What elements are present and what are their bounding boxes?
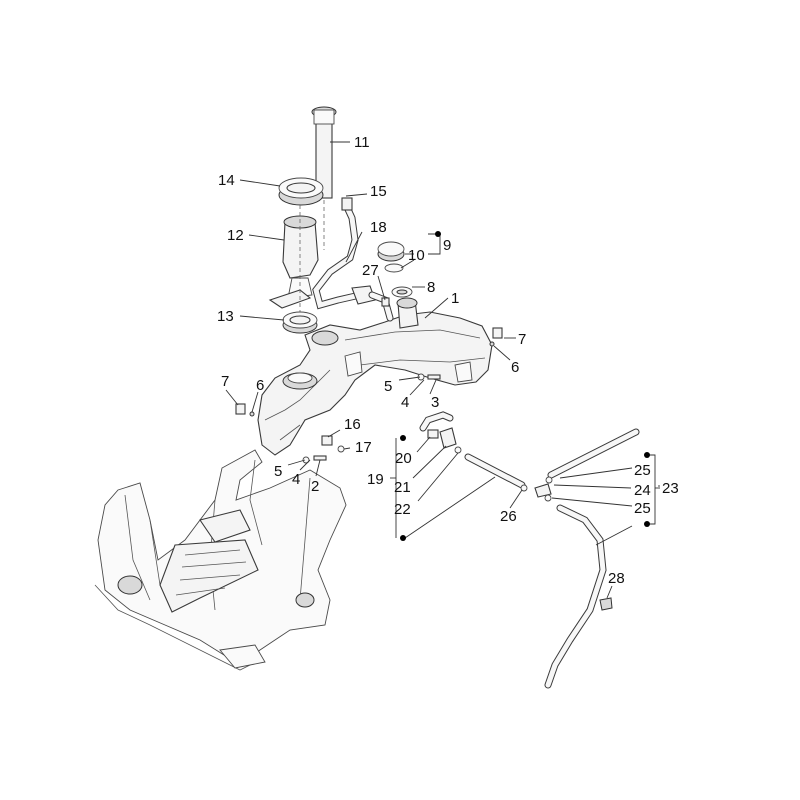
callout-4: 4 <box>401 394 409 411</box>
fuel-tank <box>257 297 493 456</box>
vent-valve-assembly <box>419 411 462 454</box>
ring-nut <box>278 177 324 206</box>
fuel-cap <box>377 241 413 298</box>
callout-17: 17 <box>355 439 372 456</box>
leader-lines <box>225 141 660 599</box>
group-bullet <box>644 521 650 527</box>
callout-25: 25 <box>634 500 651 517</box>
callout-7: 7 <box>221 373 229 390</box>
fasteners <box>235 297 503 464</box>
callout-22: 22 <box>394 501 411 518</box>
callout-2: 2 <box>311 478 319 495</box>
group-bullet <box>400 535 406 541</box>
group-brackets <box>390 231 660 541</box>
fuel-line-hose <box>312 197 394 322</box>
callout-25: 25 <box>634 462 651 479</box>
breather-tube <box>464 453 528 492</box>
callout-4: 4 <box>292 471 300 488</box>
callout-23: 23 <box>662 480 679 497</box>
callout-18: 18 <box>370 219 387 236</box>
group-bullet <box>400 435 406 441</box>
callout-21: 21 <box>394 479 411 496</box>
callout-6: 6 <box>511 359 519 376</box>
callout-14: 14 <box>218 172 235 189</box>
pump-seal <box>282 311 318 334</box>
callout-27: 27 <box>362 262 379 279</box>
callout-7: 7 <box>518 331 526 348</box>
callout-24: 24 <box>634 482 651 499</box>
callout-12: 12 <box>227 227 244 244</box>
scooter-frame <box>94 449 347 671</box>
group-bullet <box>435 231 441 237</box>
callout-26: 26 <box>500 508 517 525</box>
callout-labels: 1 2 3 4 4 5 5 6 6 7 7 8 9 10 11 12 13 14… <box>217 134 679 587</box>
callout-5: 5 <box>384 378 392 395</box>
callout-16: 16 <box>344 416 361 433</box>
callout-5: 5 <box>274 463 282 480</box>
callout-10: 10 <box>408 247 425 264</box>
callout-15: 15 <box>370 183 387 200</box>
fuel-level-sender <box>311 106 337 250</box>
callout-20: 20 <box>395 450 412 467</box>
fuel-pump <box>268 205 319 315</box>
vent-hoses <box>534 428 640 689</box>
callout-3: 3 <box>431 394 439 411</box>
callout-9: 9 <box>443 237 451 254</box>
group-bullet <box>644 452 650 458</box>
callout-6: 6 <box>256 377 264 394</box>
callout-11: 11 <box>354 134 370 151</box>
callout-28: 28 <box>608 570 625 587</box>
callout-13: 13 <box>217 308 234 325</box>
callout-1: 1 <box>451 290 459 307</box>
callout-8: 8 <box>427 279 435 296</box>
callout-19: 19 <box>367 471 384 488</box>
